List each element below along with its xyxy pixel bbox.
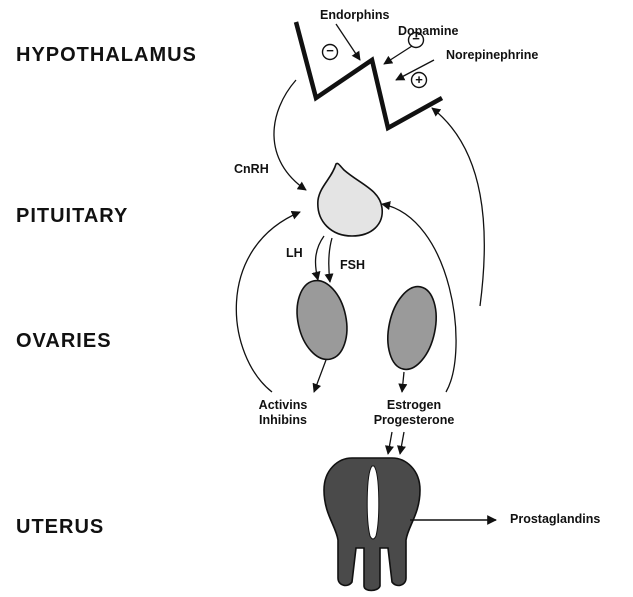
endorphins-minus-glyph: − [322,43,338,58]
activins-label: Activins [246,398,320,413]
prostaglandins-label: Prostaglandins [510,512,600,527]
estrogen-hypothalamus-feedback-arrow [432,108,484,306]
estrogen-arrow [402,372,404,392]
hormone-to-uterus-arrow-2 [400,432,404,454]
dopamine-arrow [384,46,412,64]
left-ovary [290,276,354,364]
norepinephrine-plus-glyph: + [411,72,427,87]
lh-arrow [316,236,324,280]
lh-label: LH [286,246,303,261]
activins-arrow [314,360,326,392]
inhibins-label: Inhibins [246,413,320,428]
progesterone-label: Progesterone [358,413,470,428]
gnrh-label: CnRH [234,162,269,177]
dopamine-label: Dopamine [398,24,458,39]
pituitary-gland [318,163,382,236]
norepinephrine-label: Norepinephrine [446,48,538,63]
gnrh-arrow [274,80,306,190]
estrogen-label: Estrogen [358,398,470,413]
activins-feedback-arrow [236,212,300,392]
right-ovary [381,282,443,374]
fsh-label: FSH [340,258,365,273]
endorphins-arrow [336,24,360,60]
endorphins-label: Endorphins [320,8,389,23]
fsh-arrow [329,238,332,282]
uterine-cavity [367,466,379,539]
hormone-to-uterus-arrow-1 [388,432,392,454]
